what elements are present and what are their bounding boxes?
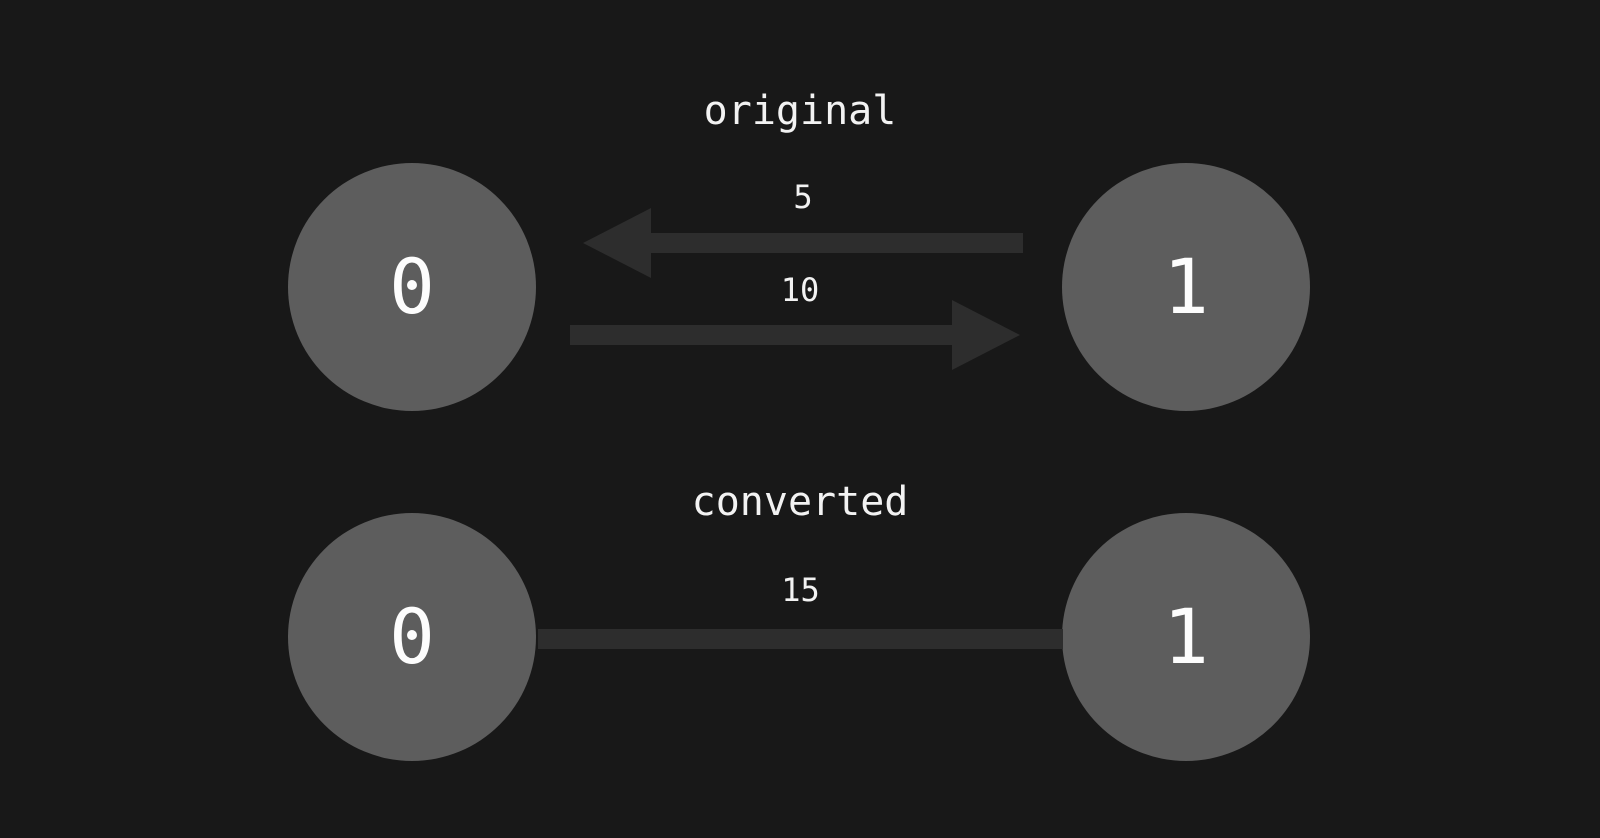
converted-edge-line <box>538 629 1063 649</box>
converted-node-1: 1 <box>1062 513 1310 761</box>
arrow-shaft <box>641 233 1023 253</box>
original-node-0-label: 0 <box>389 242 435 331</box>
original-node-1: 1 <box>1062 163 1310 411</box>
original-edge-1to0-arrow <box>583 208 1023 278</box>
original-edge-1to0-weight: 5 <box>793 178 813 216</box>
original-node-0: 0 <box>288 163 536 411</box>
converted-edge-weight: 15 <box>781 571 820 609</box>
converted-node-0-label: 0 <box>389 592 435 681</box>
converted-graph-title: converted <box>691 479 909 525</box>
original-edge-0to1-weight: 10 <box>780 271 820 309</box>
original-edge-0to1-arrow <box>570 300 1020 370</box>
original-graph-title: original <box>703 88 897 134</box>
converted-node-0: 0 <box>288 513 536 761</box>
original-node-1-label: 1 <box>1163 242 1209 331</box>
arrowhead-right-icon <box>952 300 1020 370</box>
converted-node-1-label: 1 <box>1163 592 1209 681</box>
arrow-shaft <box>570 325 962 345</box>
